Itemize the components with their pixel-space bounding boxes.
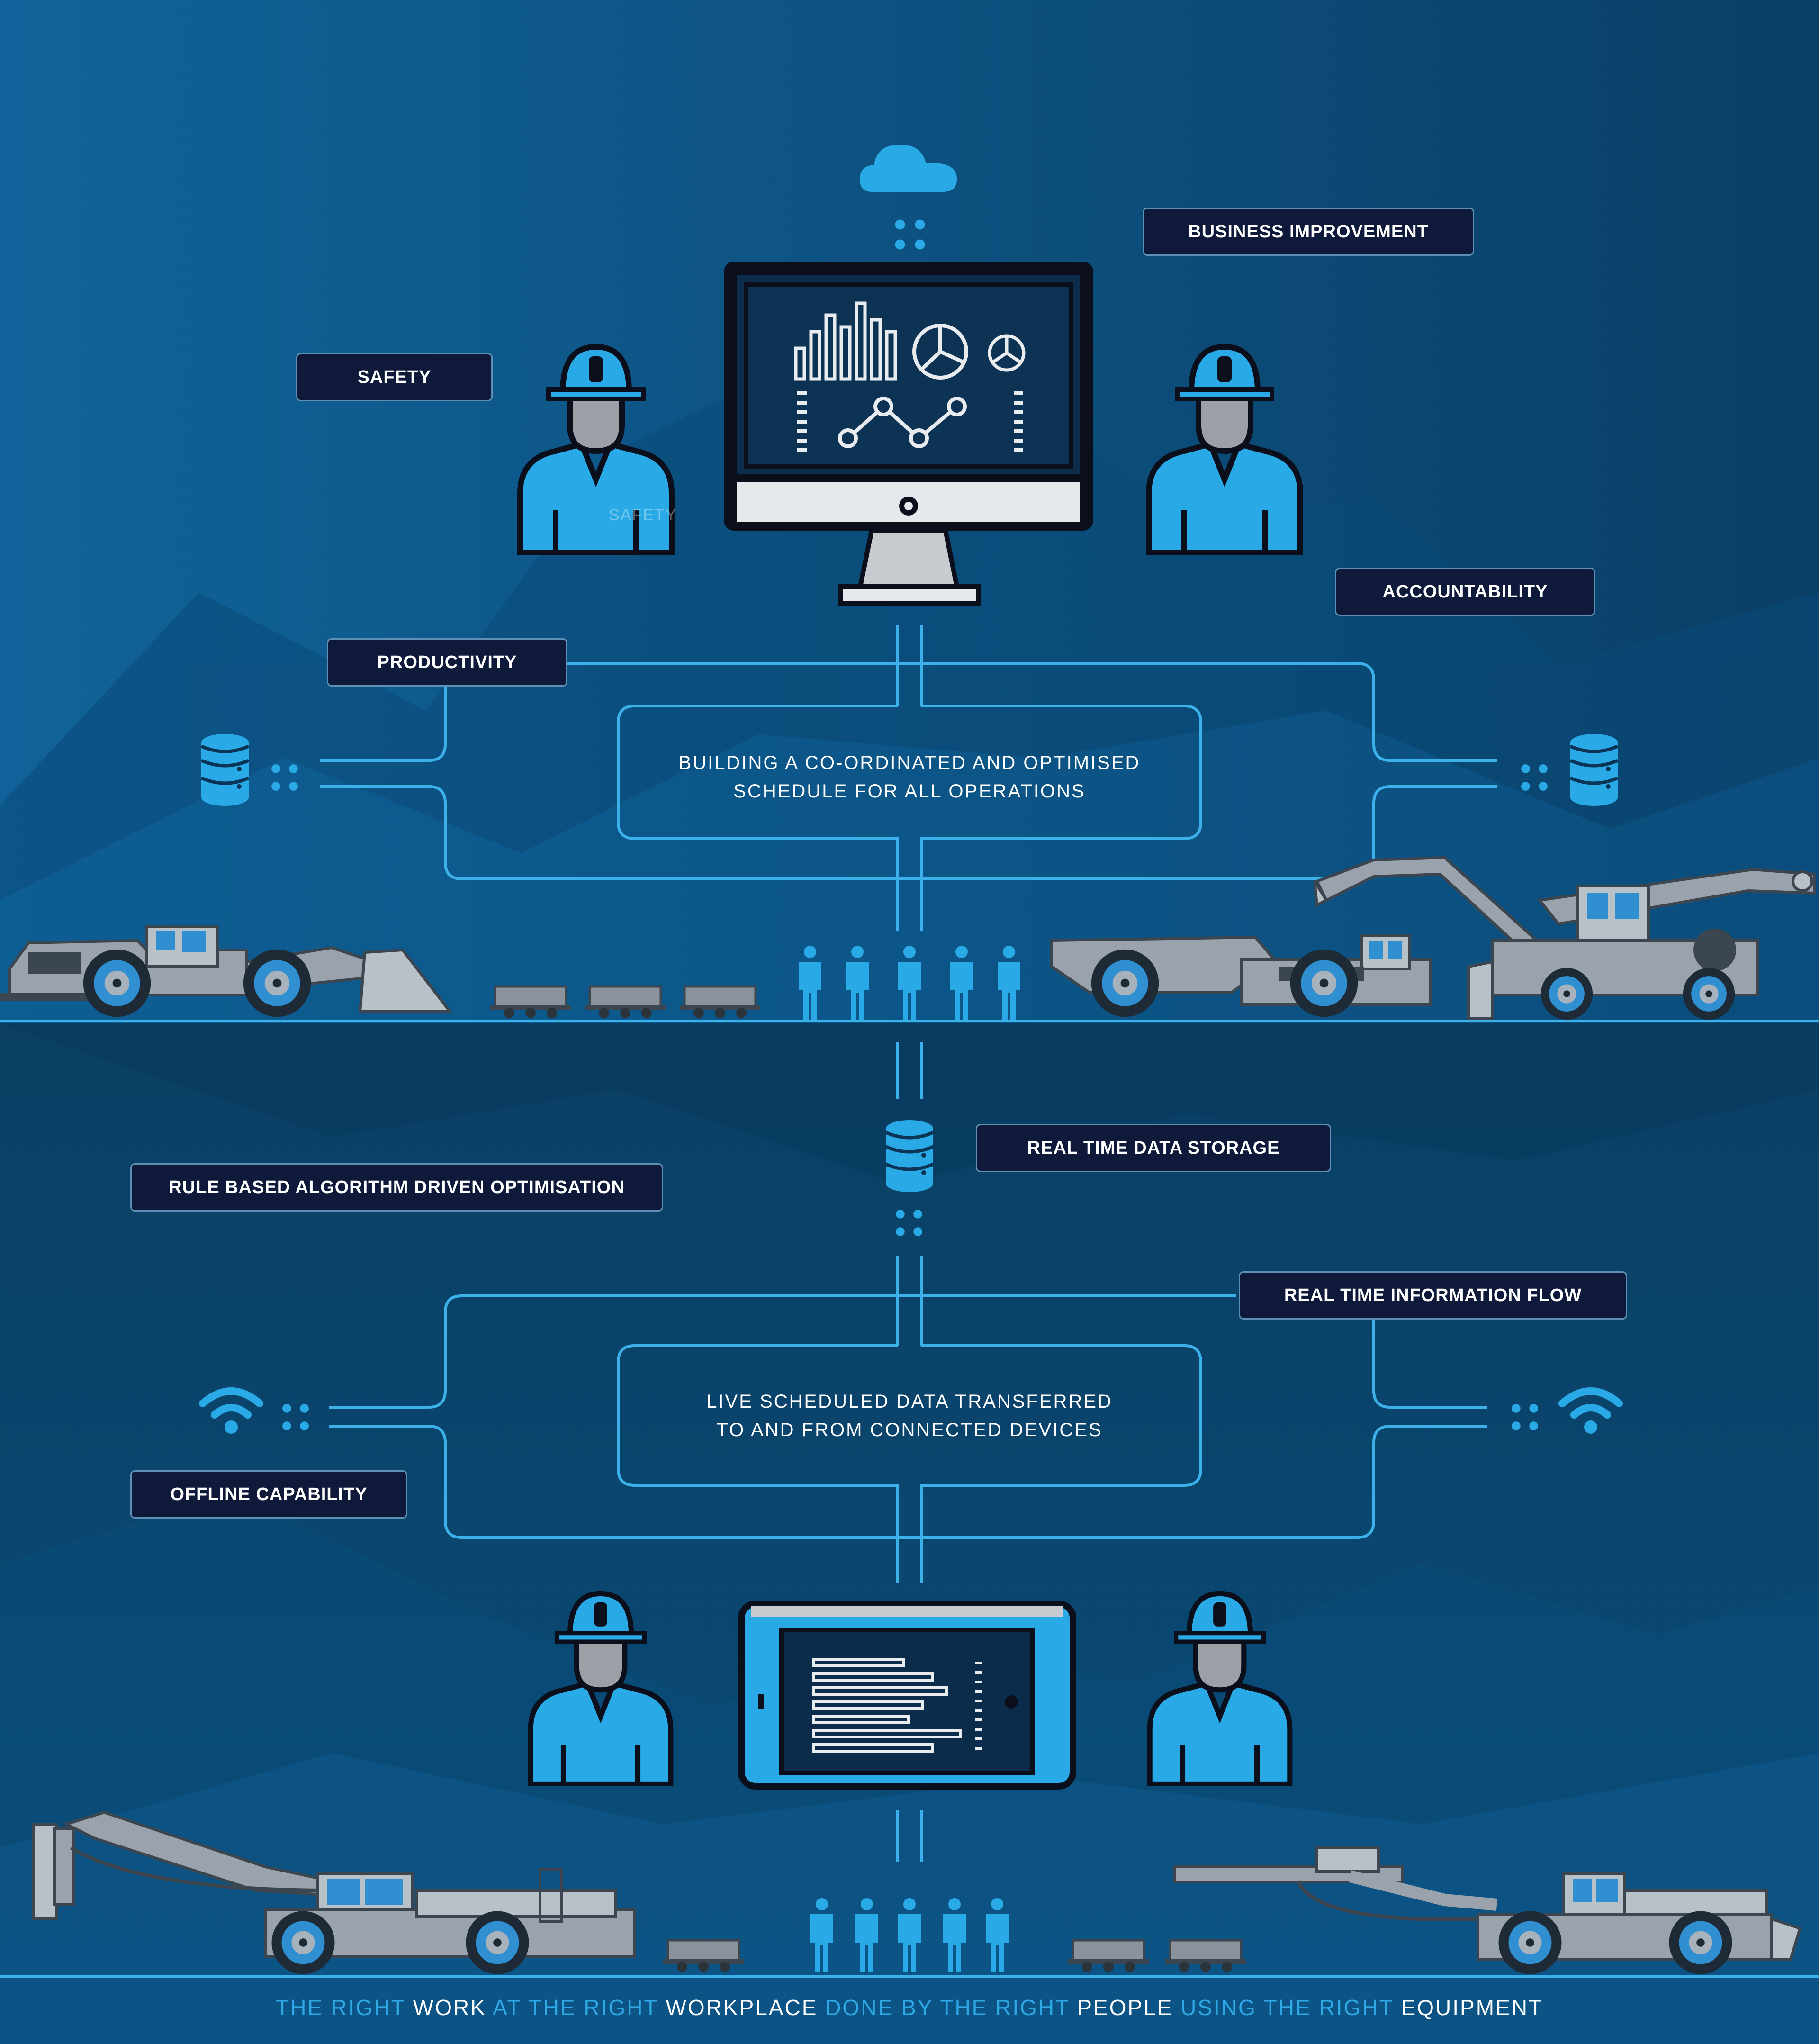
caption-top-line2: SCHEDULE FOR ALL OPERATIONS [733,781,1086,802]
line-chart-icon [797,391,1023,452]
tagline-part: THE RIGHT [275,1995,413,2020]
tagline: THE RIGHT WORK AT THE RIGHT WORKPLACE DO… [0,1995,1819,2020]
caption-top-line1: BUILDING A CO-ORDINATED AND OPTIMISED [678,752,1141,773]
label-productivity: PRODUCTIVITY [327,638,567,687]
monitor-icon [724,262,1093,606]
pie-chart-icon [912,324,968,380]
caption-bottom-line2: TO AND FROM CONNECTED DEVICES [716,1420,1103,1440]
tagline-keyword-people: PEOPLE [1077,1995,1173,2020]
tagline-keyword-equipment: EQUIPMENT [1401,1995,1544,2020]
database-icon-right [1570,734,1618,806]
caption-bottom-line1: LIVE SCHEDULED DATA TRANSFERRED [706,1391,1113,1412]
pie-chart-small-icon [988,334,1026,372]
bar-chart-icon [794,301,897,381]
label-real-time-data-storage: REAL TIME DATA STORAGE [976,1124,1331,1172]
label-accountability: ACCOUNTABILITY [1335,568,1595,616]
database-icon-left [201,734,249,806]
tablet-icon [738,1601,1076,1790]
drill-rig-icon-right [1173,1846,1802,1974]
label-business-improvement: BUSINESS IMPROVEMENT [1143,208,1474,256]
tagline-part: AT THE RIGHT [486,1995,666,2020]
cloud-icon [860,145,957,250]
ground-line-bottom [0,1975,1819,1978]
caption-top: BUILDING A CO-ORDINATED AND OPTIMISED SC… [621,749,1198,805]
tagline-part: USING THE RIGHT [1173,1995,1401,2020]
connector-lines [320,625,1497,1862]
tagline-keyword-workplace: WORKPLACE [666,1995,818,2020]
caption-bottom: LIVE SCHEDULED DATA TRANSFERRED TO AND F… [621,1387,1198,1444]
label-rule-based-optimisation: RULE BASED ALGORITHM DRIVEN OPTIMISATION [130,1163,663,1212]
watermark-text: SAFETY [609,506,677,524]
label-safety: SAFETY [296,353,493,401]
tagline-part: DONE BY THE RIGHT [818,1995,1078,2020]
ground-line [0,1020,1819,1022]
loader-icon [0,925,453,1017]
label-offline-capability: OFFLINE CAPABILITY [130,1470,407,1519]
excavator-icon [1313,856,1816,1020]
haul-truck-icon [1050,934,1432,1017]
drill-rig-icon-left [32,1810,636,1974]
database-icon-center [886,1120,933,1192]
label-real-time-information-flow: REAL TIME INFORMATION FLOW [1239,1271,1627,1320]
tagline-keyword-work: WORK [413,1995,486,2020]
